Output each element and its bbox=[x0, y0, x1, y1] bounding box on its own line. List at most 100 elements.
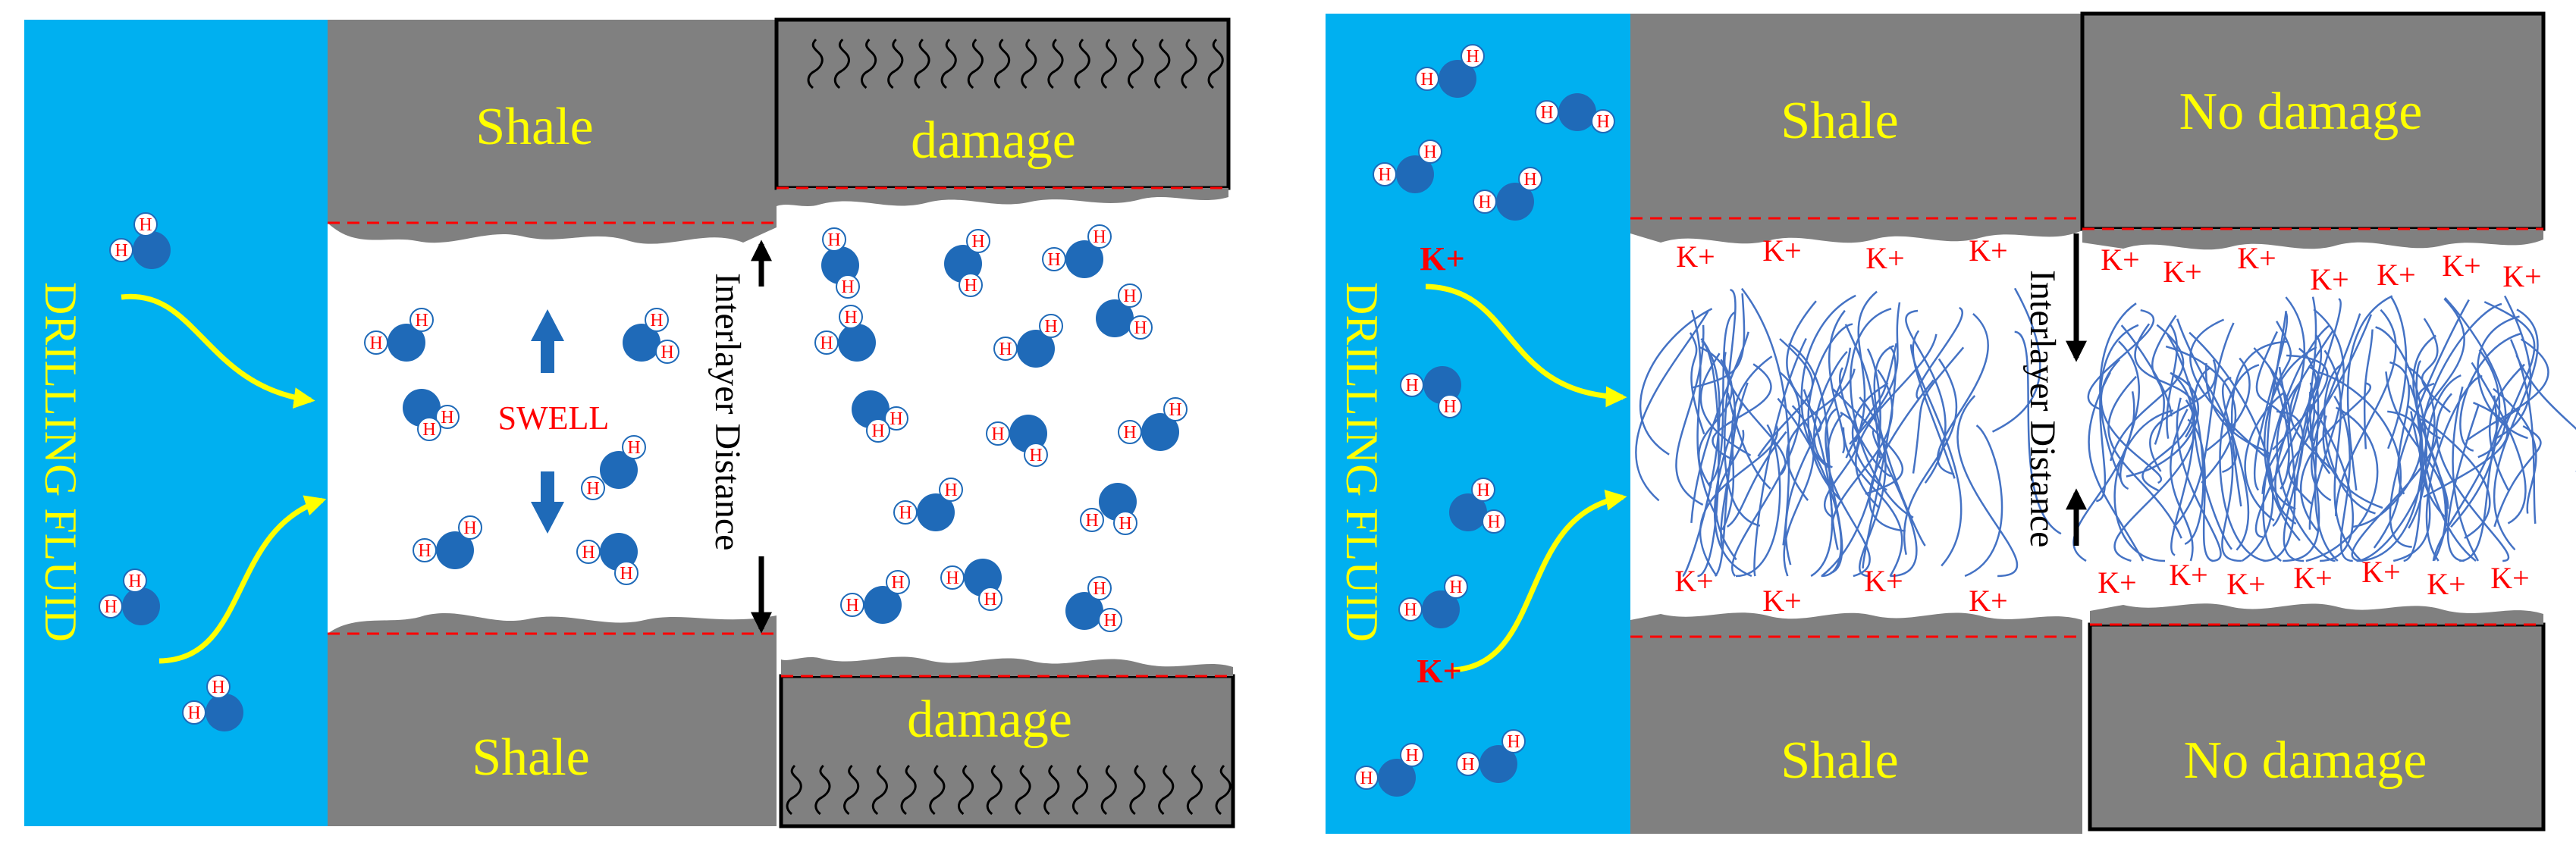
oxygen-atom bbox=[1396, 155, 1434, 193]
polymer-chain bbox=[2298, 347, 2339, 562]
hydrogen-symbol: H bbox=[128, 572, 141, 591]
hydrogen-atom bbox=[576, 540, 601, 564]
crack-mark bbox=[1047, 38, 1064, 89]
hydrogen-symbol: H bbox=[1478, 193, 1491, 212]
polymer-chain bbox=[2299, 382, 2372, 533]
polymer-chain bbox=[1849, 302, 1901, 445]
oxygen-atom bbox=[1141, 413, 1179, 451]
polymer-network-shale bbox=[1635, 287, 2062, 578]
hydrogen-atom bbox=[1444, 575, 1468, 599]
polymer-chain bbox=[2283, 391, 2320, 562]
hydrogen-atom bbox=[836, 274, 860, 299]
oxygen-atom bbox=[838, 324, 876, 362]
hydrogen-symbol: H bbox=[1423, 142, 1436, 162]
hydrogen-symbol: H bbox=[1405, 376, 1418, 396]
hydrogen-atom bbox=[655, 340, 679, 364]
hydrogen-symbol: H bbox=[1134, 318, 1147, 338]
hydrogen-symbol: H bbox=[1596, 112, 1609, 132]
crack-mark bbox=[1128, 38, 1144, 89]
polymer-chain bbox=[2435, 393, 2510, 562]
polymer-chain bbox=[2187, 418, 2214, 562]
right-no-damage-bottom-rough-edge bbox=[2090, 603, 2543, 625]
hydrogen-atom bbox=[1042, 247, 1066, 271]
hydrogen-symbol: H bbox=[971, 232, 984, 252]
hydrogen-atom bbox=[409, 308, 434, 332]
polymer-chain bbox=[1828, 309, 1846, 454]
hydrogen-symbol: H bbox=[1123, 287, 1136, 306]
left-drilling-fluid-region bbox=[24, 20, 328, 826]
potassium-ion: K+ bbox=[2237, 241, 2276, 275]
polymer-chain bbox=[2113, 399, 2196, 562]
polymer-chain bbox=[2317, 371, 2402, 549]
polymer-chain bbox=[2272, 296, 2317, 528]
water-molecule: HH bbox=[1398, 575, 1468, 628]
polymer-chain bbox=[1689, 332, 1705, 435]
oxygen-atom bbox=[133, 231, 171, 269]
oxygen-atom bbox=[1065, 240, 1103, 278]
hydrogen-symbol: H bbox=[899, 503, 911, 523]
crack-mark bbox=[843, 764, 860, 816]
left-damage-bottom-rough-edge bbox=[781, 656, 1233, 676]
polymer-chain bbox=[1757, 338, 1814, 457]
potassium-ion: K+ bbox=[1865, 241, 1904, 275]
hydrogen-symbol: H bbox=[1085, 511, 1098, 531]
hydrogen-symbol: H bbox=[827, 230, 840, 250]
polymer-chain bbox=[2113, 409, 2174, 562]
polymer-chain bbox=[2141, 381, 2195, 492]
water-molecule: HH bbox=[623, 308, 679, 364]
oxygen-atom bbox=[1378, 759, 1416, 797]
hydrogen-atom bbox=[1024, 443, 1048, 467]
polymer-chain bbox=[2255, 330, 2289, 424]
polymer-chain bbox=[2425, 375, 2483, 562]
hydrogen-symbol: H bbox=[1449, 578, 1462, 597]
hydrogen-symbol: H bbox=[463, 518, 476, 538]
hydrogen-symbol: H bbox=[1487, 512, 1500, 532]
hydrogen-symbol: H bbox=[1047, 250, 1060, 270]
hydrogen-atom bbox=[581, 476, 605, 500]
water-molecule: HH bbox=[1473, 167, 1542, 221]
hydrogen-atom bbox=[614, 561, 639, 585]
hydrogen-symbol: H bbox=[1169, 400, 1181, 420]
right-bottom-rough-edge bbox=[1630, 612, 2082, 637]
potassium-ion: K+ bbox=[2377, 258, 2415, 292]
oxygen-atom bbox=[1558, 93, 1596, 131]
crack-mark bbox=[986, 764, 1002, 816]
swell-up-arrow bbox=[531, 309, 564, 373]
hydrogen-atom bbox=[993, 337, 1018, 361]
polymer-chain bbox=[1831, 369, 1894, 526]
polymer-chain bbox=[2189, 318, 2267, 458]
hydrogen-symbol: H bbox=[891, 573, 904, 593]
right-flow-arrow-upper bbox=[1425, 283, 1627, 408]
hydrogen-symbol: H bbox=[212, 678, 224, 697]
polymer-chain bbox=[2014, 330, 2062, 535]
polymer-chain bbox=[1639, 308, 1713, 456]
hydrogen-symbol: H bbox=[871, 421, 884, 441]
hydrogen-atom bbox=[458, 515, 482, 540]
oxygen-atom bbox=[600, 451, 638, 489]
polymer-chain bbox=[2494, 295, 2532, 440]
hydrogen-symbol: H bbox=[844, 308, 857, 327]
polymer-chain bbox=[2176, 397, 2222, 562]
hydrogen-symbol: H bbox=[115, 241, 127, 261]
hydrogen-atom bbox=[1415, 67, 1439, 91]
polymer-chain bbox=[1726, 431, 1787, 528]
crack-mark bbox=[1186, 764, 1203, 816]
crack-mark bbox=[1100, 764, 1117, 816]
oxygen-atom bbox=[1422, 590, 1460, 628]
polymer-chain bbox=[2126, 374, 2199, 478]
hydrogen-atom bbox=[886, 570, 910, 594]
crack-mark bbox=[1181, 38, 1197, 89]
polymer-chain bbox=[2446, 404, 2480, 562]
crack-mark bbox=[1207, 38, 1224, 89]
hydrogen-atom bbox=[622, 435, 646, 459]
oxygen-atom bbox=[1096, 299, 1134, 337]
water-molecule: HH bbox=[1118, 397, 1188, 451]
polymer-chain bbox=[2221, 418, 2242, 562]
hydrogen-symbol: H bbox=[627, 438, 640, 458]
potassium-ion: K+ bbox=[2361, 555, 2400, 589]
left-top-rough-edge bbox=[328, 223, 777, 244]
potassium-ion: K+ bbox=[2293, 561, 2332, 595]
polymer-chain bbox=[2219, 364, 2267, 562]
